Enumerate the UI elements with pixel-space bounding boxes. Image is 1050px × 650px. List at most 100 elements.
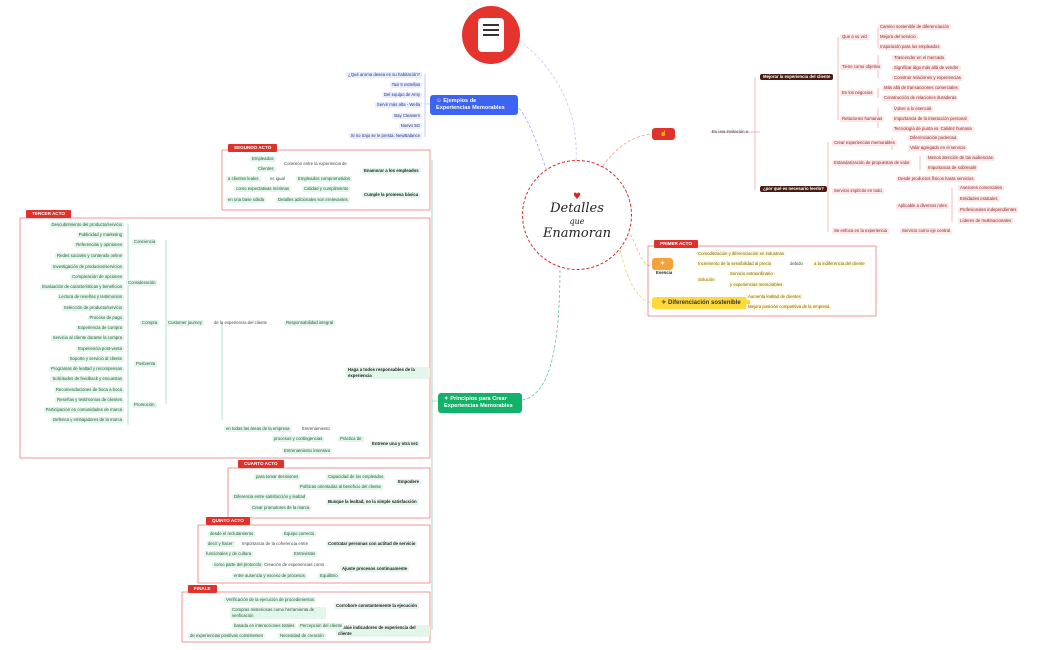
- leaf[interactable]: Entrenamiento intensivo: [282, 448, 333, 454]
- invitacion-topic[interactable]: ☝: [652, 128, 675, 140]
- leaf[interactable]: Soporte y servicio al cliente: [67, 356, 124, 362]
- leaf[interactable]: Recomendaciones de boca a boca: [53, 387, 124, 393]
- group-label[interactable]: Servicio implícito en todo: [832, 188, 884, 194]
- leaf[interactable]: Detalles adicionales son irrelevantes: [276, 197, 350, 203]
- leaf[interactable]: Compras misteriosas como herramienta de …: [230, 607, 326, 619]
- leaf[interactable]: Entrevistas: [292, 551, 318, 557]
- leaf[interactable]: Referencias y opiniones: [74, 242, 124, 248]
- leaf[interactable]: en una base sólida: [226, 197, 267, 203]
- leaf[interactable]: Más allá de transacciones comerciales: [882, 85, 960, 91]
- ejemplo-item[interactable]: ¿Qué aroma desea en su habitación?: [346, 72, 422, 78]
- leaf[interactable]: decir y hacer: [206, 541, 235, 547]
- group-label[interactable]: Estandarización de propuestas de valor: [832, 160, 912, 166]
- leaf[interactable]: Mejora del servicio: [878, 34, 918, 40]
- leaf[interactable]: como expectativas mínimas: [234, 186, 292, 192]
- ejemplo-item[interactable]: Nuevo 5G: [398, 123, 422, 129]
- leaf[interactable]: Construcción de relaciones duraderas: [882, 95, 959, 101]
- cumple-node[interactable]: Cumple la promesa básica: [362, 192, 421, 198]
- leaf[interactable]: desde el reclutamiento: [208, 531, 256, 537]
- corrobore-node[interactable]: Corrobore constantemente la ejecución: [334, 603, 419, 609]
- leaf[interactable]: Programas de lealtad y recompensas: [48, 366, 124, 372]
- leaf[interactable]: Capacidad de los empleados: [326, 474, 386, 480]
- group-label[interactable]: Se enfoca en la experiencia: [832, 228, 890, 234]
- ajuste-node[interactable]: Ajuste procesos continuamente: [340, 566, 410, 572]
- leaf[interactable]: Diferencia entre satisfacción y lealtad: [232, 494, 308, 500]
- group-label[interactable]: Relaciones humanas: [840, 116, 885, 122]
- ejemplo-item[interactable]: Bay Cleaners: [392, 113, 422, 119]
- leaf[interactable]: Comoditización y diferenciación en indus…: [696, 251, 786, 257]
- leaf[interactable]: Publicidad y marketing: [76, 232, 124, 238]
- leaf[interactable]: Camino sostenible de diferenciación: [878, 24, 952, 30]
- group-label[interactable]: Crear experiencias memorables: [832, 140, 897, 146]
- leaf[interactable]: Experiencia de compra: [76, 325, 124, 331]
- leaf[interactable]: Reseñas y testimonios de clientes: [55, 397, 124, 403]
- leaf[interactable]: Importancia de sobresalir: [926, 165, 979, 171]
- contratar-node[interactable]: Contratar personas con actitud de servic…: [326, 541, 418, 547]
- mejorar-node[interactable]: Mejorar la experiencia del cliente: [760, 74, 834, 80]
- leaf[interactable]: Descubrimiento del producto/servicio: [49, 222, 124, 228]
- leaf[interactable]: en todas las áreas de la empresa: [224, 426, 292, 432]
- leaf[interactable]: como parte del protocolo: [212, 562, 264, 568]
- leaf[interactable]: Mejora posición competitiva de la empres…: [746, 304, 832, 310]
- leaf[interactable]: Percepción del cliente: [298, 623, 345, 629]
- leaf[interactable]: Experiencia post-venta: [76, 346, 124, 352]
- leaf[interactable]: Servicio como eje central: [900, 228, 953, 234]
- ejemplo-item[interactable]: Del equipo de Amy: [381, 92, 422, 98]
- leaf[interactable]: Responsabilidad integral: [284, 320, 336, 326]
- leaf[interactable]: Valor agregado en el servicio: [908, 145, 968, 151]
- central-topic[interactable]: ♥ Detalles que Enamoran: [522, 160, 632, 270]
- group-label[interactable]: En los negocios: [840, 90, 875, 96]
- leaf[interactable]: Equilibrio: [318, 573, 340, 579]
- leaf[interactable]: a la indiferencia del cliente: [812, 261, 867, 267]
- ejemplo-item[interactable]: Si no trajo se le presta. NewBalance: [348, 133, 422, 139]
- leaf[interactable]: Verificación de la ejecución de procedim…: [224, 597, 317, 603]
- leaf[interactable]: Defensa y embajadores de la marca: [50, 417, 124, 423]
- leaf[interactable]: Incremento de la sensibilidad al precio: [696, 261, 774, 267]
- leaf[interactable]: Solución: [696, 277, 717, 283]
- leaf[interactable]: de experiencias positivas consistentes: [188, 633, 266, 639]
- stage-consideracion[interactable]: Consideración: [126, 280, 158, 286]
- leaf[interactable]: procesos y contingencias: [272, 436, 325, 442]
- leaf[interactable]: Redes sociales y contenido online: [55, 253, 124, 259]
- leaf[interactable]: Desde productos físicos hasta servicios: [896, 176, 976, 182]
- leaf[interactable]: Aumenta lealtad de clientes: [746, 294, 803, 300]
- leaf[interactable]: Selección de producto/servicio: [61, 305, 124, 311]
- journey-node[interactable]: Customer journey: [166, 320, 204, 326]
- leaf[interactable]: Menos atención de las audiencias: [926, 155, 995, 161]
- leaf[interactable]: Empleados comprometidos: [296, 176, 353, 182]
- ejemplo-item[interactable]: Taxi 5 estrellas: [389, 82, 422, 88]
- leaf[interactable]: Trascender en el mercado: [892, 55, 946, 61]
- porque-node[interactable]: ¿por qué es necesario leerlo?: [760, 186, 827, 192]
- leaf[interactable]: Importancia de la interacción personal: [892, 116, 969, 122]
- leaf[interactable]: Diferenciación poderosa: [908, 135, 959, 141]
- stage-postventa[interactable]: Postventa: [134, 361, 158, 367]
- leaf[interactable]: Empleados: [250, 156, 276, 162]
- leaf[interactable]: Práctica de: [338, 436, 364, 442]
- leaf[interactable]: Servicio extraordinario: [728, 271, 775, 277]
- leaf[interactable]: Tecnología de punta vs. Calidez humana: [892, 126, 974, 132]
- leaf[interactable]: basada en interacciones totales: [232, 623, 297, 629]
- leaf[interactable]: Investigación de productos/servicios: [50, 264, 124, 270]
- principios-topic[interactable]: ✧ Principios para Crear Experiencias Mem…: [438, 393, 522, 413]
- leaf[interactable]: Construir relaciones y experiencias: [892, 75, 963, 81]
- stage-conciencia[interactable]: Conciencia: [132, 239, 158, 245]
- enamorar-node[interactable]: Enamorar a los empleados: [362, 168, 421, 174]
- leaf[interactable]: entre ausencia y exceso de procesos: [232, 573, 307, 579]
- evalue-node[interactable]: Evalúe indicadores de experiencia del cl…: [336, 625, 430, 637]
- esencia-topic[interactable]: ✦: [652, 258, 674, 270]
- hacer-node[interactable]: Haga a todos responsables de la experien…: [346, 367, 430, 379]
- ejemplos-topic[interactable]: ☺ Ejemplos de Experiencias Memorables: [430, 95, 518, 115]
- leaf[interactable]: Significar algo más allá de vender: [892, 65, 961, 71]
- leaf[interactable]: Políticas orientadas al beneficio del cl…: [298, 484, 383, 490]
- leaf[interactable]: y experiencias memorables: [728, 282, 785, 288]
- group-label[interactable]: Tiene como objetivo: [840, 64, 883, 70]
- leaf[interactable]: Clientes: [256, 166, 276, 172]
- leaf[interactable]: Solicitudes de feedback y encuestas: [50, 376, 124, 382]
- leaf[interactable]: Aplicable a diversos roles: [896, 203, 949, 209]
- leaf[interactable]: Necesidad de creación: [278, 633, 326, 639]
- empodere-node[interactable]: Empodere: [396, 479, 422, 485]
- leaf[interactable]: Líderes de multinacionales: [958, 218, 1014, 224]
- leaf[interactable]: Servicio al cliente durante la compra: [50, 335, 124, 341]
- leaf[interactable]: Lectura de reseñas y testimonios: [56, 294, 124, 300]
- stage-promocion[interactable]: Promoción: [132, 402, 157, 408]
